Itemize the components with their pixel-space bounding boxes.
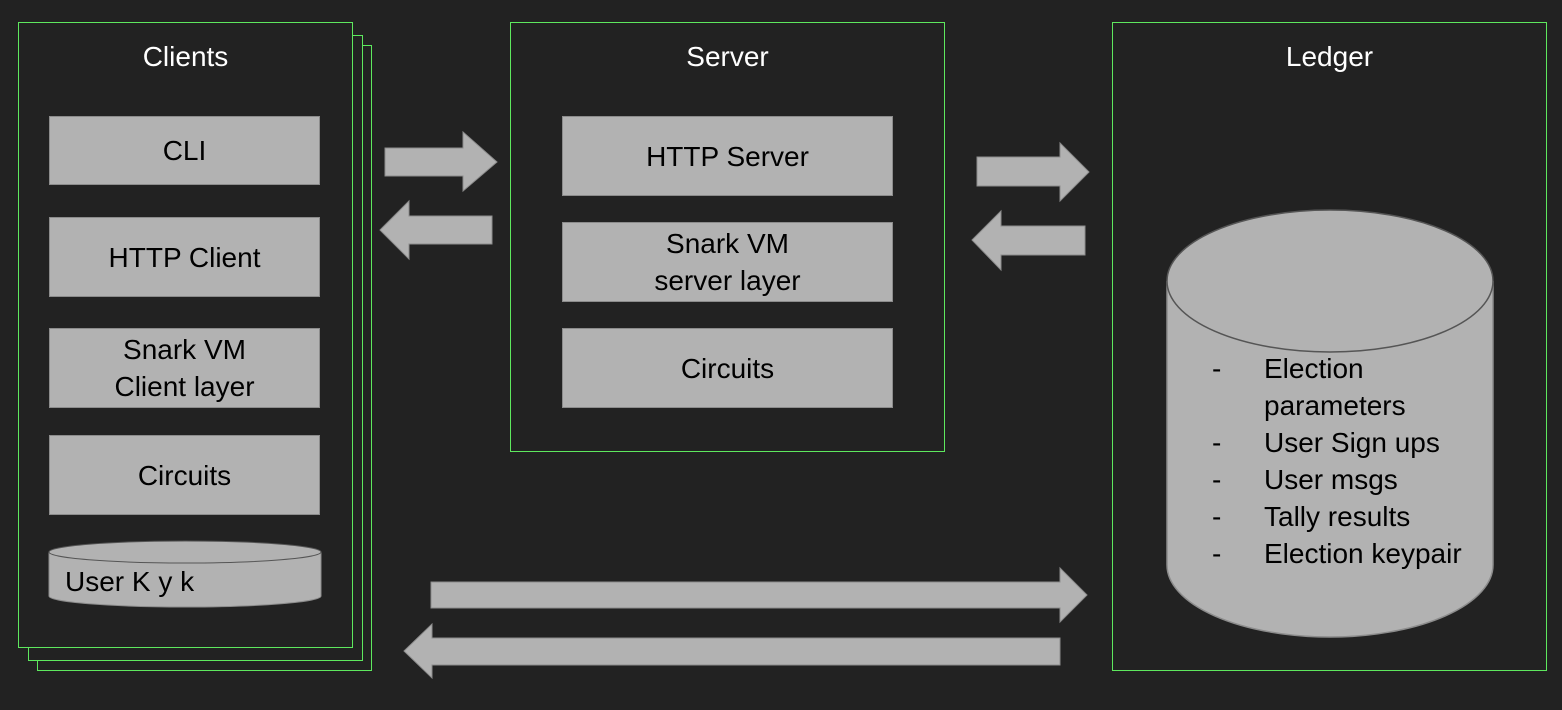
arrow-ledger-to-clients xyxy=(403,622,1061,680)
ledger-contents-list: - Election parameters - User Sign ups - … xyxy=(1212,350,1482,572)
cli-block: CLI xyxy=(49,116,320,185)
server-title: Server xyxy=(686,41,769,72)
cli-label: CLI xyxy=(162,135,207,166)
snark-vm-client-block: Snark VM Client layer xyxy=(49,328,320,408)
server-circuits-label: Circuits xyxy=(680,352,775,384)
snark-vm-server-block: Snark VM server layer xyxy=(562,222,893,302)
arrow-clients-to-server xyxy=(384,130,498,193)
list-item-text: Election parameters xyxy=(1264,353,1406,421)
arrow-clients-to-ledger xyxy=(430,566,1088,624)
http-server-block: HTTP Server xyxy=(562,116,893,196)
arrow-server-to-clients xyxy=(379,199,493,261)
client-circuits-block: Circuits xyxy=(49,435,320,515)
ledger-item-tally-results: - Tally results xyxy=(1212,498,1482,535)
list-dash: - xyxy=(1212,501,1222,532)
ledger-database-cylinder xyxy=(1166,209,1494,638)
list-item-text: Tally results xyxy=(1264,501,1411,532)
http-client-label: HTTP Client xyxy=(108,241,261,273)
ledger-item-election-parameters: - Election parameters xyxy=(1212,350,1482,424)
ledger-item-election-keypair: - Election keypair xyxy=(1212,535,1482,572)
list-dash: - xyxy=(1212,538,1222,569)
list-item-text: Election keypair xyxy=(1264,538,1462,569)
snark-vm-client-line-1: Snark VM xyxy=(123,334,246,365)
snark-vm-server-line-2: server layer xyxy=(654,265,801,296)
clients-title: Clients xyxy=(142,41,229,72)
snark-vm-server-line-1: Snark VM xyxy=(666,228,789,259)
http-server-label: HTTP Server xyxy=(646,140,809,172)
list-item-text: User msgs xyxy=(1264,464,1398,495)
user-key-storage-cylinder xyxy=(48,540,322,608)
ledger-title: Ledger xyxy=(1285,41,1374,72)
ledger-item-user-msgs: - User msgs xyxy=(1212,461,1482,498)
http-client-block: HTTP Client xyxy=(49,217,320,297)
list-dash: - xyxy=(1212,464,1222,495)
client-circuits-label: Circuits xyxy=(137,459,232,491)
list-dash: - xyxy=(1212,427,1222,458)
list-item-text: User Sign ups xyxy=(1264,427,1440,458)
user-key-label: User K y k xyxy=(65,566,195,597)
server-circuits-block: Circuits xyxy=(562,328,893,408)
list-dash: - xyxy=(1212,353,1222,384)
arrow-server-to-ledger xyxy=(976,141,1090,203)
ledger-item-user-sign-ups: - User Sign ups xyxy=(1212,424,1482,461)
snark-vm-client-line-2: Client layer xyxy=(114,371,255,402)
arrow-ledger-to-server xyxy=(971,209,1086,272)
